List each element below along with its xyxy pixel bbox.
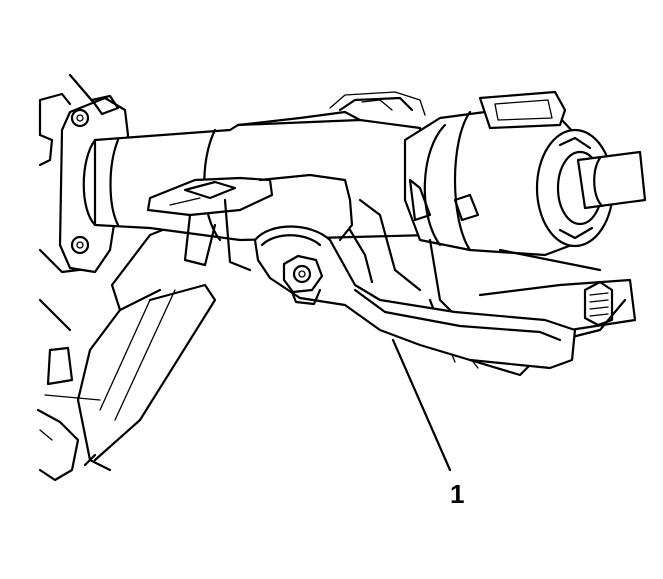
lever-pivot-nut [282,254,324,306]
steering-shaft-end [535,128,647,248]
tilt-lever [253,198,577,370]
instrument-panel-support [36,73,217,482]
steering-column-tube [82,91,432,242]
callout-1: 1 [391,338,464,509]
callout-label: 1 [450,479,464,509]
callout-leader-line [391,338,452,472]
column-clamp-bracket [146,173,354,272]
